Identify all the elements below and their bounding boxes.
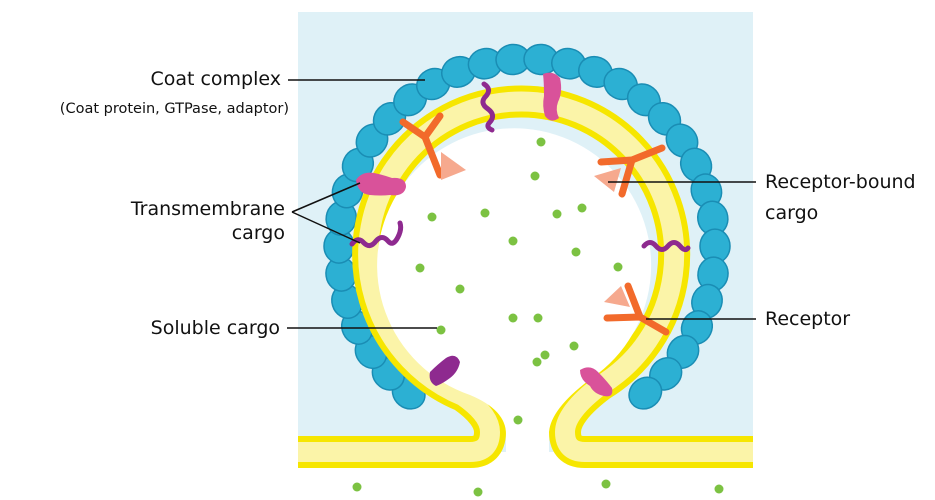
soluble-cargo-dot	[602, 480, 611, 489]
label-coat-complex: Coat complex	[128, 68, 281, 90]
soluble-cargo-dot	[481, 209, 490, 218]
soluble-cargo-dot	[541, 351, 550, 360]
soluble-cargo-dot	[553, 210, 562, 219]
label-receptor-bound-line1: Receptor-bound	[765, 171, 916, 193]
soluble-cargo-dot	[531, 172, 540, 181]
soluble-cargo-dot	[474, 488, 483, 497]
soluble-cargo-dot	[509, 237, 518, 246]
label-receptor-bound-line2: cargo	[765, 202, 818, 224]
soluble-cargo-dot	[514, 416, 523, 425]
soluble-cargo-dot	[578, 204, 587, 213]
label-receptor: Receptor	[765, 308, 850, 330]
soluble-cargo-dot	[416, 264, 425, 273]
label-transmembrane-line2: cargo	[100, 222, 285, 244]
soluble-cargo-dot	[715, 485, 724, 494]
label-coat-complex-detail: (Coat protein, GTPase, adaptor)	[8, 98, 289, 120]
soluble-cargo-dot	[456, 285, 465, 294]
soluble-cargo-dot	[570, 342, 579, 351]
soluble-cargo-dot	[509, 314, 518, 323]
soluble-cargo-dot	[537, 138, 546, 147]
label-soluble-cargo: Soluble cargo	[100, 317, 280, 339]
soluble-cargo-dot	[353, 483, 362, 492]
label-transmembrane-line1: Transmembrane	[100, 198, 285, 220]
soluble-cargo-dot	[533, 358, 542, 367]
soluble-cargo-dot	[437, 326, 446, 335]
soluble-cargo-dot	[534, 314, 543, 323]
lumen-below	[298, 468, 753, 500]
soluble-cargo-dot	[428, 213, 437, 222]
soluble-cargo-dot	[614, 263, 623, 272]
neck-lumen	[506, 405, 549, 455]
soluble-cargo-dot	[572, 248, 581, 257]
